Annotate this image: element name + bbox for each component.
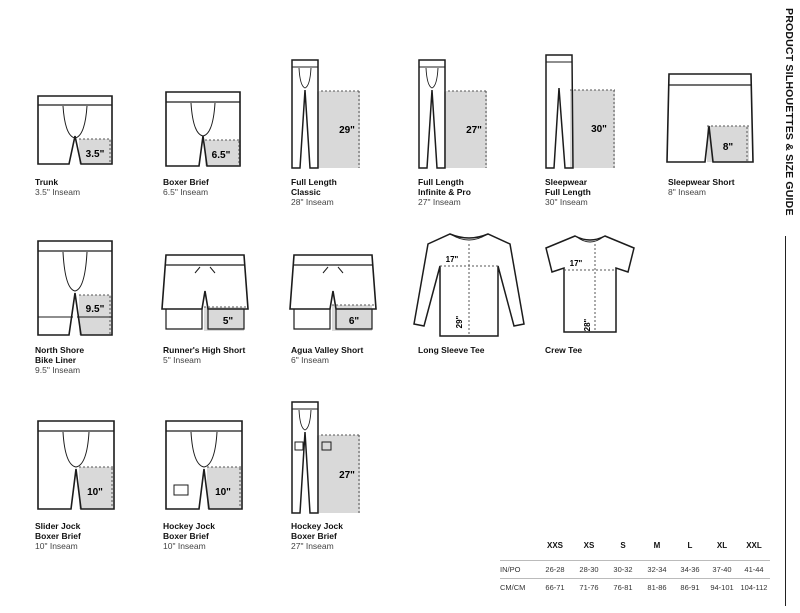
size-table: XXS XS S M L XL XXL IN/PO 26-28 28-30 30… [500,541,770,596]
long-sleeve-tee-illustration: 17" 29" [412,230,527,340]
sleepwear-full-length-illustration: 30" [540,52,620,170]
long-sleeve-length-measure: 29" [455,315,464,328]
trunk-measure: 3.5" [86,149,105,160]
crew-tee-width-measure: 17" [570,259,583,268]
agua-valley-short-illustration: 6" [288,251,378,333]
north-shore-bike-liner-illustration: 9.5" [35,237,115,339]
boxer-brief-illustration: 6.5" [163,88,243,168]
full-length-infinite-illustration: 27" [412,58,492,170]
page-title: PRODUCT SILHOUETTES & SIZE GUIDE [783,8,795,216]
sleepwear-full-length-measure: 30" [591,124,607,135]
crew-tee-caption: Crew Tee [545,345,583,355]
runners-high-measure: 5" [223,316,234,327]
full-length-infinite-measure: 27" [466,125,482,136]
slider-jock-measure: 10" [87,487,103,498]
hockey-jock-long-measure: 27" [339,470,355,481]
trunk-illustration: 3.5" [35,92,115,167]
slider-jock-illustration: 10" [35,417,117,511]
size-table-header: XXS XS S M L XL XXL [546,541,762,550]
long-sleeve-width-measure: 17" [446,255,459,264]
sleepwear-short-measure: 8" [723,142,734,153]
crew-tee-illustration: 17" 28" [540,232,640,336]
full-length-classic-illustration: 29" [285,58,365,170]
divider [785,236,786,606]
runners-high-short-illustration: 5" [160,251,250,333]
hockey-jock-boxer-brief-illustration: 10" [163,417,245,511]
north-shore-measure: 9.5" [86,304,105,315]
crew-tee-length-measure: 28" [583,318,592,331]
hockey-jock-brief-measure: 10" [215,487,231,498]
long-sleeve-tee-caption: Long Sleeve Tee [418,345,485,355]
table-row: IN/PO 26-28 28-30 30-32 32-34 34-36 37-4… [500,560,770,579]
boxer-brief-measure: 6.5" [212,150,231,161]
hockey-jock-long-illustration: 27" [285,400,365,515]
sleepwear-short-illustration: 8" [665,68,755,166]
agua-valley-measure: 6" [349,316,360,327]
table-row: CM/CM 66-71 71-76 76-81 81-86 86-91 94-1… [500,578,770,596]
full-length-classic-measure: 29" [339,125,355,136]
